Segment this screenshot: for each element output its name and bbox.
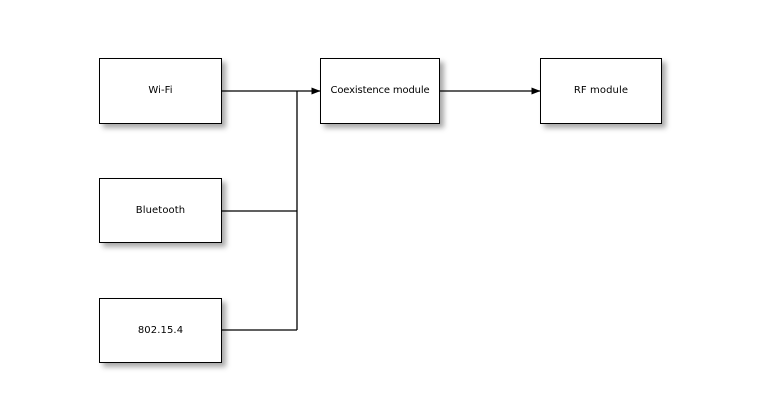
node-wifi-label: Wi-Fi (148, 85, 173, 96)
node-coexistence-module[interactable]: Coexistence module (320, 58, 440, 124)
node-wifi[interactable]: Wi-Fi (99, 58, 222, 124)
node-rf-module[interactable]: RF module (540, 58, 662, 124)
node-rf-module-label: RF module (573, 85, 629, 96)
node-bluetooth-label: Bluetooth (135, 204, 186, 216)
node-802-15-4[interactable]: 802.15.4 (99, 298, 222, 363)
node-802-15-4-label: 802.15.4 (137, 324, 184, 336)
node-coexistence-module-label: Coexistence module (330, 85, 430, 96)
node-bluetooth[interactable]: Bluetooth (99, 178, 222, 243)
